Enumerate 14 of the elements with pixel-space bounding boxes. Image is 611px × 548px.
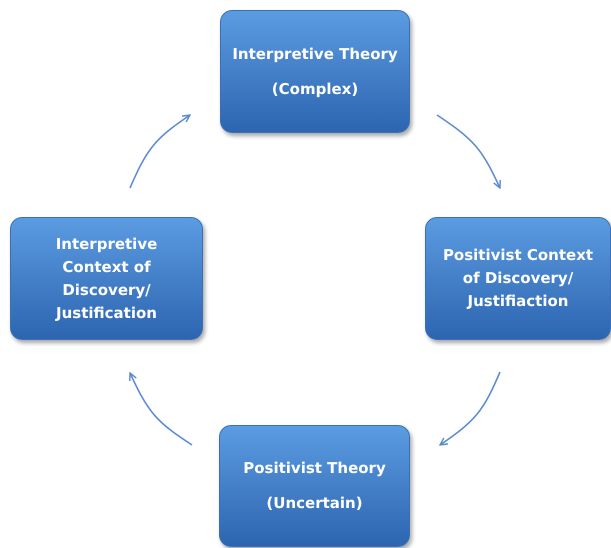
box-label: Positivist Context of Discovery/ Justifiaction [442,245,594,312]
process-box [220,10,410,133]
arrow [436,114,501,189]
box-label: (Complex) [272,78,358,100]
arrow [439,372,501,446]
process-box [10,217,203,340]
arrow [129,114,191,188]
process-box [425,217,611,340]
process-box [219,425,410,547]
box-label: Positivist Theory [243,458,386,479]
box-label: Interpretive Context of Discovery/ Justification [54,234,158,324]
box-label: (Uncertain) [266,493,363,514]
arrow [129,372,192,446]
box-label: Interpretive Theory [232,44,398,64]
